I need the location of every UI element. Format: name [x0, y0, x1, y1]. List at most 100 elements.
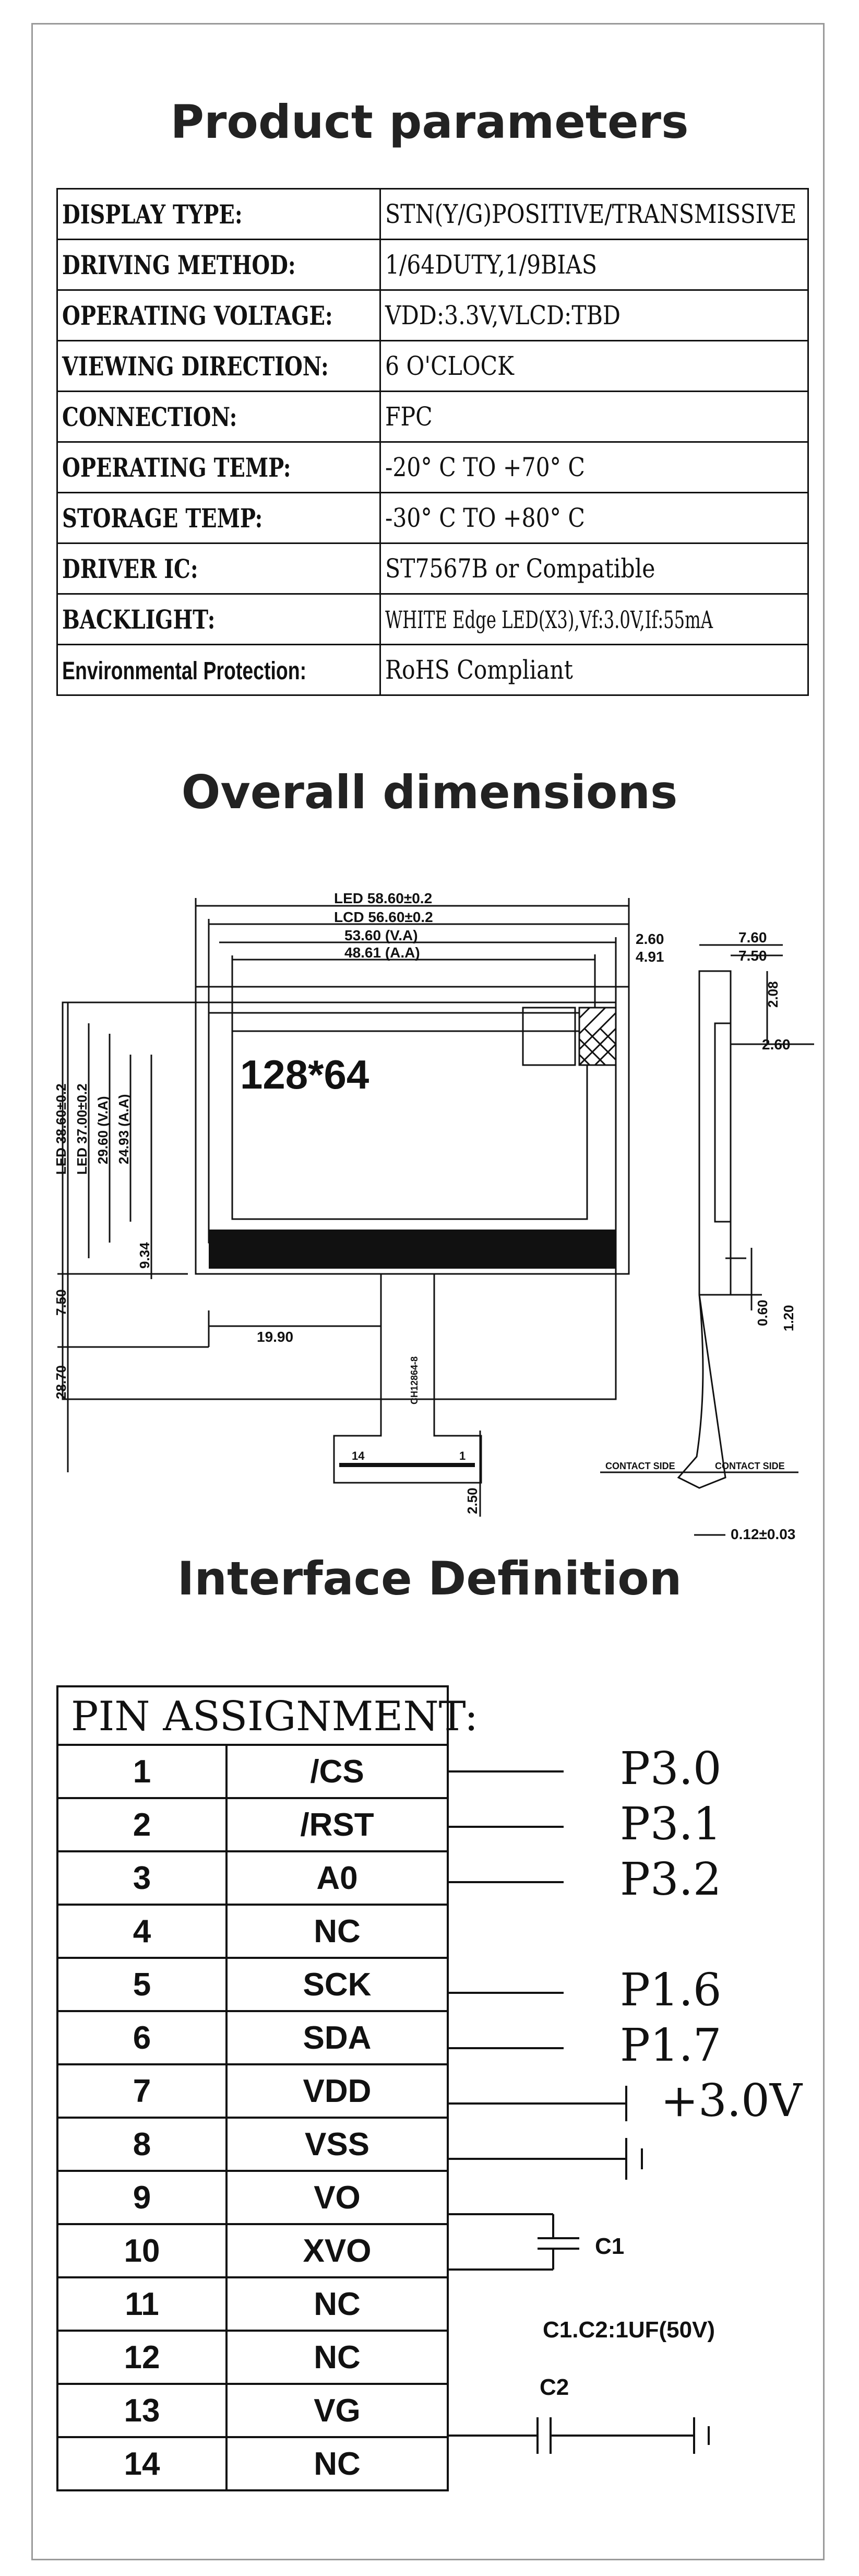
- fpc-pin-14: 14: [352, 1449, 365, 1462]
- side-2-60: 2.60: [762, 1036, 791, 1053]
- fpc-code: CH12864-8: [409, 1356, 420, 1404]
- visible-area: [208, 1012, 617, 1244]
- param-value: -20° C TO +70° C: [385, 452, 585, 482]
- product-parameters-title: Product parameters: [170, 95, 689, 149]
- pin-name: VDD: [225, 2063, 449, 2119]
- overall-dimensions-title: Overall dimensions: [181, 765, 678, 819]
- fpc-pin-1: 1: [459, 1449, 466, 1462]
- pin-name: NC: [225, 2436, 449, 2491]
- wiring-diagram: [449, 1770, 710, 2454]
- signal-p16: P1.6: [620, 1964, 722, 2016]
- param-key: OPERATING TEMP:: [62, 452, 291, 483]
- param-key: VIEWING DIRECTION:: [62, 350, 329, 382]
- pin-name: NC: [225, 2330, 449, 2385]
- interface-definition-title: Interface Definition: [177, 1552, 682, 1605]
- param-key: BACKLIGHT:: [62, 604, 216, 635]
- pin-name: VO: [225, 2170, 449, 2225]
- pin-name: /RST: [225, 1797, 449, 1852]
- signal-p17: P1.7: [620, 2019, 722, 2072]
- fpc-pads: [339, 1463, 475, 1467]
- signal-p32: P3.2: [620, 1853, 722, 1906]
- contact-side-left: CONTACT SIDE: [605, 1461, 675, 1471]
- dim-va-height: 29.60 (V.A): [95, 1096, 111, 1164]
- hatch-marker: [578, 1007, 617, 1066]
- pin-number: 6: [56, 2010, 228, 2065]
- dim-lcd-height: LED 37.00±0.2: [74, 1083, 90, 1175]
- dim-led-height: LED 38.60±0.2: [53, 1083, 69, 1175]
- display-label: 128*64: [240, 1051, 369, 1097]
- param-key: OPERATING VOLTAGE:: [62, 300, 333, 331]
- cap-c1-label: C1: [595, 2234, 625, 2259]
- pin-row: 2/RST: [56, 1797, 449, 1852]
- dim-2-60: 2.60: [636, 931, 664, 947]
- pin-name: A0: [225, 1850, 449, 1906]
- pin-number: 12: [56, 2330, 228, 2385]
- param-row: Environmental Protection:RoHS Compliant: [56, 644, 809, 696]
- param-row: DISPLAY TYPE: STN(Y/G)POSITIVE/TRANSMISSI…: [56, 188, 809, 240]
- param-key: DRIVER IC:: [62, 553, 198, 584]
- active-area: [231, 1030, 588, 1220]
- lcd-bottom-band: [209, 1230, 616, 1269]
- param-key: Environmental Protection:: [62, 657, 307, 685]
- pin-number: 11: [56, 2276, 228, 2332]
- pin-name: VG: [225, 2383, 449, 2438]
- param-key: CONNECTION:: [62, 401, 237, 432]
- dim-19-90: 19.90: [257, 1329, 293, 1345]
- param-key: DISPLAY TYPE:: [62, 198, 243, 230]
- dim-aa-height: 24.93 (A.A): [116, 1094, 132, 1164]
- fpc-cable: [333, 1274, 482, 1484]
- param-value: -30° C TO +80° C: [385, 503, 585, 533]
- side-0-12: 0.12±0.03: [731, 1526, 795, 1542]
- pin-number: 14: [56, 2436, 228, 2491]
- parameters-table: DISPLAY TYPE: STN(Y/G)POSITIVE/TRANSMISSI…: [56, 188, 809, 696]
- dim-lcd-width: LCD 56.60±0.2: [334, 909, 433, 925]
- param-value: VDD:3.3V,VLCD:TBD: [385, 300, 621, 330]
- param-row: CONNECTION: FPC: [56, 391, 809, 443]
- param-value: FPC: [385, 401, 433, 432]
- pin-number: 5: [56, 1957, 228, 2012]
- pin-number: 7: [56, 2063, 228, 2119]
- param-value: STN(Y/G)POSITIVE/TRANSMISSIVE: [385, 199, 797, 229]
- dim-4-91: 4.91: [636, 949, 664, 965]
- pin-number: 1: [56, 1744, 228, 1799]
- pin-row: 1/CS: [56, 1744, 449, 1799]
- signal-p30: P3.0: [620, 1743, 722, 1795]
- param-value: 1/64DUTY,1/9BIAS: [385, 250, 597, 280]
- pin-number: 8: [56, 2117, 228, 2172]
- signal-vdd: +3.0V: [661, 2075, 802, 2127]
- pin-number: 2: [56, 1797, 228, 1852]
- pin-number: 9: [56, 2170, 228, 2225]
- param-row: VIEWING DIRECTION: 6 O'CLOCK: [56, 340, 809, 392]
- dim-2-50: 2.50: [464, 1487, 480, 1514]
- pin-name: XVO: [225, 2223, 449, 2278]
- param-row: BACKLIGHT:WHITE Edge LED(X3),Vf:3.0V,If:…: [56, 593, 809, 645]
- param-value: 6 O'CLOCK: [385, 351, 514, 381]
- param-key: STORAGE TEMP:: [62, 502, 263, 534]
- dim-9-34: 9.34: [137, 1242, 152, 1269]
- dimension-drawing: 128*64 LED 58.60±0.2 LCD 56.60±0.2 53.60…: [53, 890, 814, 1542]
- side-2-08: 2.08: [765, 981, 781, 1008]
- pin-name: SDA: [225, 2010, 449, 2065]
- pin-number: 3: [56, 1850, 228, 1906]
- pin-name: VSS: [225, 2117, 449, 2172]
- pin-number: 13: [56, 2383, 228, 2438]
- pin-name: SCK: [225, 1957, 449, 2012]
- dim-led-width: LED 58.60±0.2: [334, 890, 432, 906]
- param-value: ST7567B or Compatible: [385, 553, 655, 584]
- side-7-50: 7.50: [738, 948, 767, 964]
- contact-side-right: CONTACT SIDE: [715, 1461, 785, 1471]
- dim-7-50: 7.50: [53, 1289, 69, 1316]
- signal-p31: P3.1: [620, 1798, 722, 1850]
- side-0-60: 0.60: [755, 1299, 770, 1326]
- pin-number: 10: [56, 2223, 228, 2278]
